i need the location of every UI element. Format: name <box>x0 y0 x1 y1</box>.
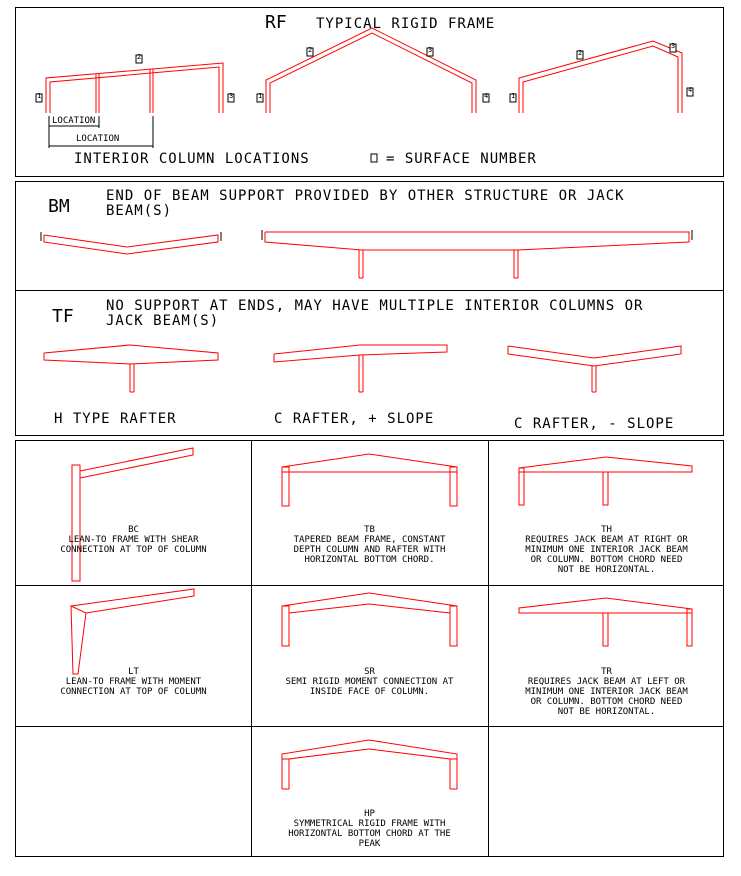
th-code: TH <box>601 525 612 535</box>
grid-drawings <box>70 447 693 790</box>
location-short-label: LOCATION <box>52 116 96 126</box>
location-long-label: LOCATION <box>76 134 120 144</box>
tf-c-rafter-plus-slope <box>273 344 448 393</box>
rf-tag-1a: 1 <box>37 92 42 100</box>
bc-caption: BC LEAN-TO FRAME WITH SHEAR CONNECTION A… <box>16 525 251 555</box>
rf-tag-2c: 2 <box>578 49 583 57</box>
rf-frame-gable <box>256 27 490 113</box>
hp-line-3: PEAK <box>358 839 381 849</box>
sr-drawing <box>281 592 458 647</box>
bm-desc-line2: BEAM(S) <box>106 203 173 219</box>
tr-drawing <box>518 597 693 647</box>
th-line-3: OR COLUMN. BOTTOM CHORD NEED <box>530 555 683 565</box>
rf-tag-2a: 2 <box>137 53 142 61</box>
rf-code: RF <box>265 12 287 33</box>
tr-caption: TR REQUIRES JACK BEAM AT LEFT OR MINIMUM… <box>488 667 725 717</box>
tf-h-type-rafter <box>43 344 219 393</box>
bm-tf-divider <box>16 290 723 291</box>
frame-type-grid: BC LEAN-TO FRAME WITH SHEAR CONNECTION A… <box>15 440 724 857</box>
tf-label-c-minus: C RAFTER, - SLOPE <box>514 416 675 432</box>
grid-hline-1 <box>16 585 723 586</box>
tb-caption: TB TAPERED BEAM FRAME, CONSTANT DEPTH CO… <box>251 525 488 565</box>
bm-code: BM <box>48 196 70 217</box>
bc-line-2: CONNECTION AT TOP OF COLUMN <box>60 545 207 555</box>
bm-beam-1 <box>40 232 222 255</box>
tf-code: TF <box>52 306 74 327</box>
bc-code: BC <box>128 525 139 535</box>
bm-tf-drawings <box>40 230 693 393</box>
tb-line-2: DEPTH COLUMN AND RAFTER WITH <box>293 545 446 555</box>
grid-vline-1 <box>251 441 252 856</box>
sr-caption: SR SEMI RIGID MOMENT CONNECTION AT INSID… <box>251 667 488 697</box>
rf-tag-4c: 4 <box>688 86 693 94</box>
th-caption: TH REQUIRES JACK BEAM AT RIGHT OR MINIMU… <box>488 525 725 575</box>
rf-tag-1b: 1 <box>258 92 263 100</box>
tr-code: TR <box>601 667 612 677</box>
tr-line-3: OR COLUMN. BOTTOM CHORD NEED <box>530 697 683 707</box>
tb-line-3: HORIZONTAL BOTTOM CHORD. <box>304 555 435 565</box>
bm-beam-2 <box>261 230 693 279</box>
bm-desc-line1: END OF BEAM SUPPORT PROVIDED BY OTHER ST… <box>106 188 625 204</box>
hp-drawing <box>281 739 458 790</box>
th-line-1: REQUIRES JACK BEAM AT RIGHT OR <box>525 535 688 545</box>
tb-line-1: TAPERED BEAM FRAME, CONSTANT <box>293 535 446 545</box>
grid-vline-2 <box>488 441 489 856</box>
lt-drawing <box>70 588 195 675</box>
rf-tag-1c: 1 <box>511 92 516 100</box>
lt-line-2: CONNECTION AT TOP OF COLUMN <box>60 687 207 697</box>
tr-line-1: REQUIRES JACK BEAM AT LEFT OR <box>527 677 686 687</box>
rf-frame-single-slope <box>35 54 235 148</box>
lt-code: LT <box>128 667 139 677</box>
rf-panel: RF TYPICAL RIGID FRAME 1 2 3 1 2 3 4 1 2… <box>15 7 724 177</box>
grid-hline-2 <box>16 726 723 727</box>
sr-code: SR <box>364 667 375 677</box>
rf-tag-3c: 3 <box>671 42 676 50</box>
bm-tf-panel: BM END OF BEAM SUPPORT PROVIDED BY OTHER… <box>15 181 724 436</box>
rf-drawings <box>35 27 694 163</box>
hp-line-1: SYMMETRICAL RIGID FRAME WITH <box>293 819 446 829</box>
lt-line-1: LEAN-TO FRAME WITH MOMENT <box>65 677 202 687</box>
rf-frame-unsymmetric <box>509 40 694 113</box>
surface-tag-legend-icon <box>370 153 378 163</box>
hp-caption: HP SYMMETRICAL RIGID FRAME WITH HORIZONT… <box>251 809 488 849</box>
tf-label-c-plus: C RAFTER, + SLOPE <box>274 411 435 427</box>
bc-drawing <box>71 447 194 582</box>
tr-line-4: NOT BE HORIZONTAL. <box>557 707 656 717</box>
th-line-4: NOT BE HORIZONTAL. <box>557 565 656 575</box>
tr-line-2: MINIMUM ONE INTERIOR JACK BEAM <box>525 687 688 697</box>
sr-line-1: SEMI RIGID MOMENT CONNECTION AT <box>285 677 454 687</box>
bc-line-1: LEAN-TO FRAME WITH SHEAR <box>68 535 199 545</box>
tf-c-rafter-minus-slope <box>507 345 682 393</box>
rf-tag-3b: 3 <box>428 46 433 54</box>
tb-code: TB <box>364 525 375 535</box>
lt-caption: LT LEAN-TO FRAME WITH MOMENT CONNECTION … <box>16 667 251 697</box>
hp-line-2: HORIZONTAL BOTTOM CHORD AT THE <box>288 829 451 839</box>
rf-tag-4b: 4 <box>484 92 489 100</box>
rf-title: TYPICAL RIGID FRAME <box>316 16 496 32</box>
surface-number-legend: = SURFACE NUMBER <box>386 151 537 167</box>
tf-desc-line1: NO SUPPORT AT ENDS, MAY HAVE MULTIPLE IN… <box>106 298 644 314</box>
th-drawing <box>518 456 693 506</box>
th-line-2: MINIMUM ONE INTERIOR JACK BEAM <box>525 545 688 555</box>
tf-desc-line2: JACK BEAM(S) <box>106 313 220 329</box>
tf-label-h-type: H TYPE RAFTER <box>54 411 177 427</box>
tb-drawing <box>281 453 458 507</box>
rf-tag-3a: 3 <box>229 92 234 100</box>
sr-line-2: INSIDE FACE OF COLUMN. <box>309 687 430 697</box>
hp-code: HP <box>364 809 375 819</box>
interior-column-locations-label: INTERIOR COLUMN LOCATIONS <box>74 151 310 167</box>
rf-tag-2b: 2 <box>308 46 313 54</box>
